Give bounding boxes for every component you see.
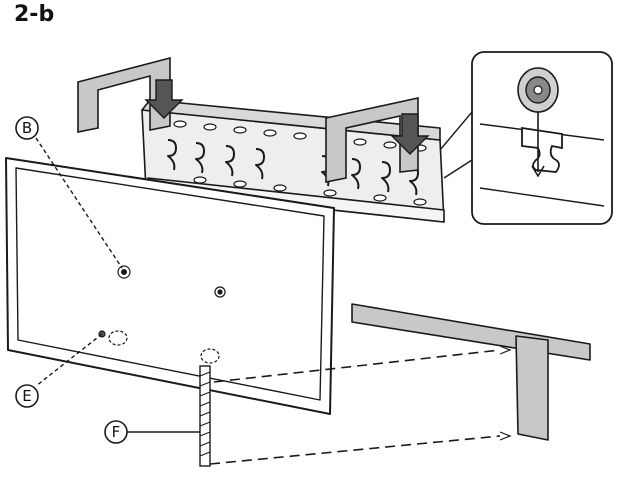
- down-arrow-icon: [144, 79, 184, 119]
- tv-panel: [5, 157, 335, 415]
- svg-text:B: B: [22, 119, 32, 137]
- screw-f: [199, 365, 211, 467]
- down-arrow-icon: [390, 113, 430, 155]
- zoom-detail-icon: [439, 51, 613, 225]
- step-label: 2-b: [14, 2, 55, 27]
- svg-text:F: F: [112, 423, 121, 441]
- callout-b: B: [15, 116, 39, 140]
- svg-text:E: E: [22, 387, 31, 405]
- callout-f: F: [104, 420, 200, 444]
- callout-e: E: [15, 384, 39, 408]
- stand: [351, 303, 591, 441]
